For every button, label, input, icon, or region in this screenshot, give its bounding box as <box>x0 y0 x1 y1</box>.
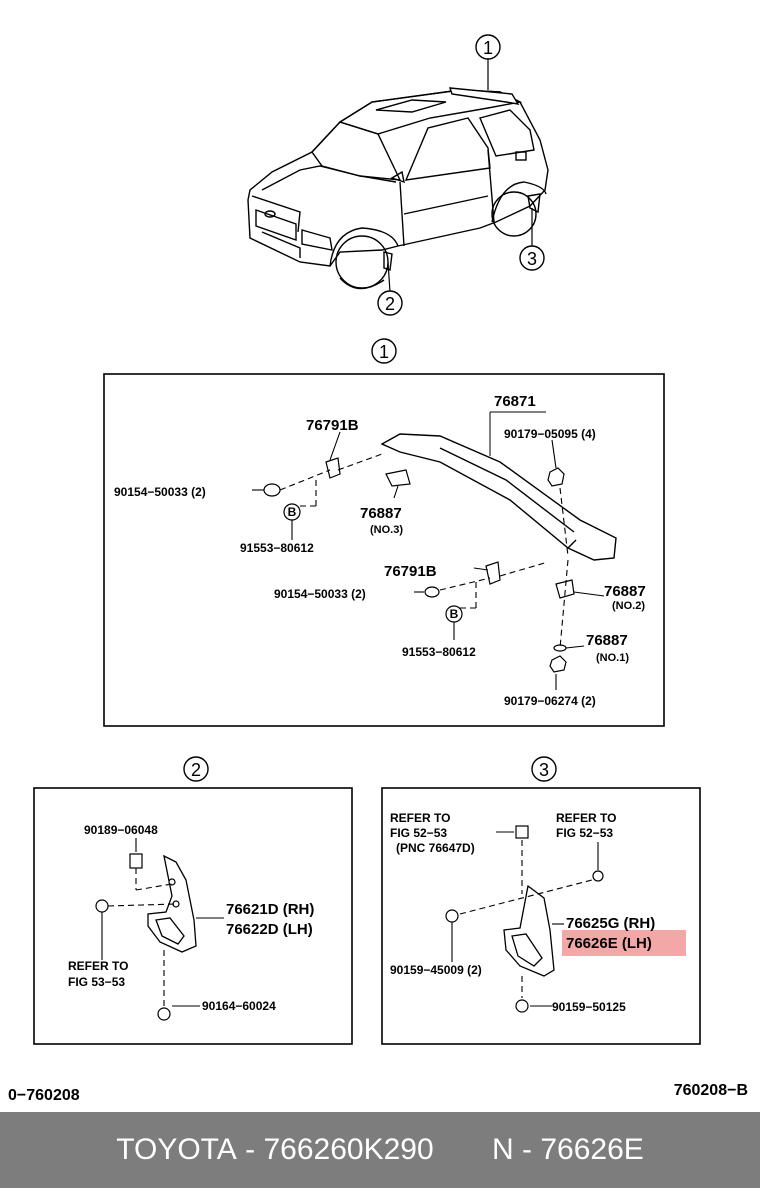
label-91553-mid: 91553−80612 <box>402 645 476 659</box>
footer-bar: TOYOTA - 766260K290 N - 76626E <box>0 1112 760 1188</box>
label-90154-top: 90154−50033 (2) <box>114 485 206 499</box>
mudguard-rear <box>503 884 555 977</box>
footer-sep-2: - <box>513 1133 541 1166</box>
note-no2: (NO.2) <box>612 600 645 612</box>
label-76791b-mid: 76791B <box>384 563 437 580</box>
clip-76791b <box>325 457 575 599</box>
label-76887-no3: 76887 <box>360 505 402 522</box>
label-90159-50125: 90159−50125 <box>552 1000 626 1014</box>
footer-n-label: N <box>492 1133 514 1166</box>
section-3-callout: 3 <box>531 756 557 782</box>
label-76621d: 76621D (RH) <box>226 901 314 918</box>
callout-1-car: 1 <box>475 34 501 60</box>
footer-sep-1: - <box>236 1133 264 1166</box>
svg-text:2: 2 <box>191 760 201 780</box>
svg-text:B: B <box>450 607 459 621</box>
label-90189: 90189−06048 <box>84 823 158 837</box>
label-90164: 90164−60024 <box>202 999 276 1013</box>
label-76791b-top: 76791B <box>306 417 359 434</box>
label-91553-top: 91553−80612 <box>240 541 314 555</box>
label-90179-06274: 90179−06274 (2) <box>504 694 596 708</box>
callout-2-car: 2 <box>377 290 403 316</box>
section-1-callout: 1 <box>371 338 397 364</box>
rear-spoiler <box>380 433 617 561</box>
svg-text:3: 3 <box>527 249 537 269</box>
footer-part-number: 766260K290 <box>263 1133 434 1166</box>
note-no1: (NO.1) <box>596 652 629 664</box>
label-76626e: 76626E (LH) <box>566 935 652 952</box>
label-90159-45009: 90159−45009 (2) <box>390 963 482 977</box>
svg-text:3: 3 <box>539 760 549 780</box>
b-badge-1: B <box>283 503 301 521</box>
note-no3: (NO.3) <box>370 524 403 536</box>
label-76887-no1: 76887 <box>586 632 628 649</box>
vehicle-illustration <box>247 87 549 290</box>
svg-text:2: 2 <box>385 294 395 314</box>
b-badge-2: B <box>445 605 463 623</box>
svg-text:1: 1 <box>483 38 493 58</box>
label-90154-mid: 90154−50033 (2) <box>274 587 366 601</box>
label-refer-a-line1: REFER TO <box>390 811 450 825</box>
label-76625g: 76625G (RH) <box>566 915 655 932</box>
label-refer-b-line1: REFER TO <box>556 811 616 825</box>
diagram-code-right: 760208−B <box>673 1082 748 1099</box>
footer-gap <box>434 1133 492 1167</box>
callout-3-car: 3 <box>519 245 545 271</box>
svg-text:B: B <box>288 505 297 519</box>
label-76871: 76871 <box>494 393 536 410</box>
label-76622d: 76622D (LH) <box>226 921 313 938</box>
parts-diagram: 1 2 3 1 B B <box>33 34 701 1045</box>
diagram-code-left: 0−760208 <box>8 1087 80 1104</box>
section-1-frame <box>103 373 665 727</box>
footer-brand: TOYOTA <box>116 1133 237 1166</box>
svg-text:1: 1 <box>379 342 389 362</box>
label-refer-a-line2: FIG 52−53 <box>390 826 447 840</box>
label-90179-05095: 90179−05095 (4) <box>504 427 596 441</box>
highlight-76626e <box>562 930 686 956</box>
label-refer-fig-53-line2: FIG 53−53 <box>68 975 125 989</box>
label-refer-a-line3: (PNC 76647D) <box>396 841 475 855</box>
section-2-frame <box>33 787 353 1045</box>
section-2-callout: 2 <box>183 756 209 782</box>
label-76887-no2: 76887 <box>604 583 646 600</box>
section-3-frame <box>381 787 701 1045</box>
label-refer-fig-53-line1: REFER TO <box>68 959 128 973</box>
label-refer-b-line2: FIG 52−53 <box>556 826 613 840</box>
footer-n-value: 76626E <box>540 1133 644 1166</box>
